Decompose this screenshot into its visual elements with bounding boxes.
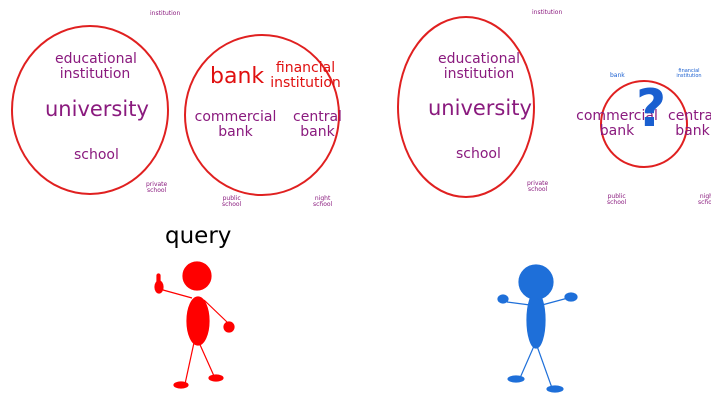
private-school-label: private school [527,180,549,194]
question-mark: ? [636,79,667,139]
bank-small-label: bank [610,72,625,79]
query-label: query [165,223,232,249]
left-circles [11,25,340,196]
public-school-label: public school [222,195,242,209]
finance-cluster-circle [184,34,340,196]
financial-institution-label: financial institution [270,60,341,91]
institution-small-label: institution [532,9,563,16]
commercial-bank-label: commercial bank [194,109,277,140]
school-label: school [456,146,501,162]
night-school-label: night school [698,193,711,207]
left-panel: institution educational institution univ… [11,10,342,389]
university-label: university [45,97,149,121]
finance-cluster-circle [600,80,688,168]
educational-institution-label: educational institution [55,51,137,82]
bank-label: bank [210,64,265,89]
central-bank-label: central bank [668,108,711,139]
right-panel: institution educational institution univ… [360,0,711,394]
institution-small-label: institution [150,10,181,17]
querying-stick-figure [154,261,235,389]
confused-stick-figure [497,264,578,393]
education-cluster-circle [397,16,535,198]
education-cluster-circle [11,25,169,195]
educational-institution-label: educational institution [438,51,520,82]
night-school-label: night school [313,195,333,209]
university-label: university [428,96,532,120]
school-label: school [74,147,119,163]
private-school-label: private school [146,181,168,195]
financial-institution-small-label: financial institution [676,68,702,80]
right-circles [397,16,688,198]
commercial-bank-label: commercial bank [576,108,658,139]
central-bank-label: central bank [293,109,342,140]
public-school-label: public school [607,193,627,207]
